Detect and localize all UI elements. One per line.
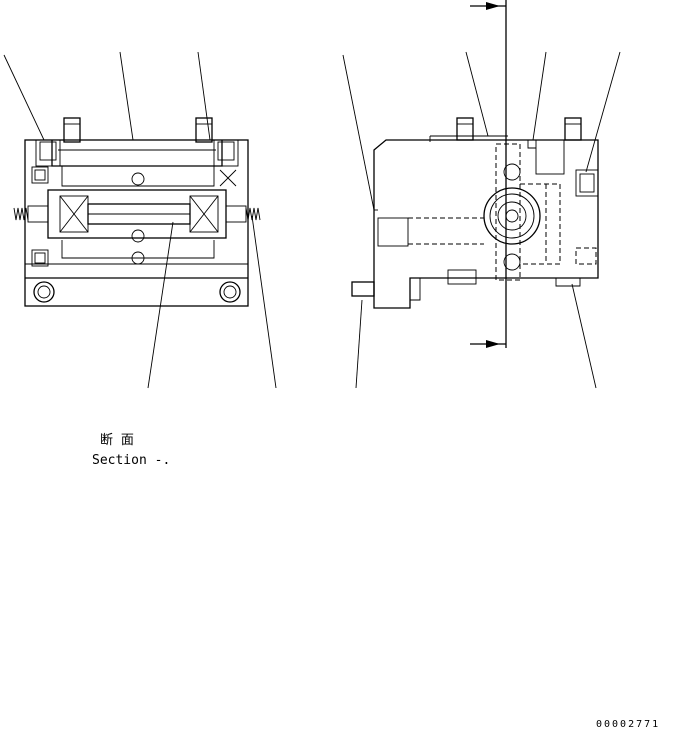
leader-line (147, 221, 174, 389)
pin (351, 281, 375, 297)
bolt (219, 281, 241, 303)
section-caption: Section -. (92, 453, 170, 468)
left-view (3, 51, 277, 389)
bolt (33, 281, 55, 303)
pin (195, 117, 213, 143)
pin (456, 117, 474, 141)
leader-line (532, 51, 547, 141)
leader-line (3, 54, 45, 141)
spring (13, 207, 29, 221)
valve-body-side (373, 139, 599, 309)
drawing-number: 00002771 (596, 719, 660, 730)
valve-body (24, 139, 249, 307)
leader-line (119, 51, 134, 141)
leader-line (342, 54, 375, 211)
leader-line (355, 299, 363, 389)
leader-line (585, 51, 621, 173)
pin (564, 117, 582, 141)
arrow-icon (486, 340, 500, 348)
pin (63, 117, 81, 143)
bore (483, 187, 541, 245)
leader-line (197, 51, 211, 141)
leader-line (571, 283, 597, 389)
leader-line (251, 215, 277, 389)
right-view (342, 0, 621, 389)
arrow-icon (486, 2, 500, 10)
leader-line (465, 51, 489, 137)
spring (245, 207, 261, 221)
section-kanji: 断 面 (100, 433, 134, 448)
